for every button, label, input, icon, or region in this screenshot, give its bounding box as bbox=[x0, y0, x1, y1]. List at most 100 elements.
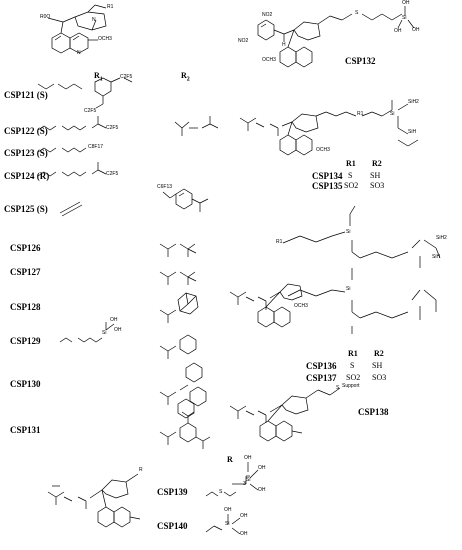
atom-oh-csp140-c: OH bbox=[240, 531, 248, 537]
table-a-row1-r1: S bbox=[348, 171, 353, 180]
structure-csp139 bbox=[205, 462, 259, 497]
table-a-row2-r2: SO3 bbox=[370, 181, 385, 190]
csp131-r2-diisopropylphenyl bbox=[159, 411, 211, 449]
atom-c2f5-a: C2F5 bbox=[120, 74, 133, 80]
label-csp125: CSP125 (S) bbox=[4, 204, 48, 214]
scaffold-top-left bbox=[47, 4, 107, 54]
atom-och3-csp136: OCH3 bbox=[294, 303, 308, 309]
atom-r2-csp136: R1 bbox=[276, 239, 283, 245]
csp121-r1-triazine bbox=[37, 77, 133, 109]
atom-si-csp134-a: Si bbox=[390, 111, 395, 117]
csp126-r2 bbox=[159, 243, 197, 257]
table-b-row1-r2: SH bbox=[372, 361, 383, 370]
csp129-r2-cyclohexyl bbox=[159, 334, 197, 359]
atom-och3-csp132: OCH3 bbox=[262, 57, 276, 63]
csp122-r1 bbox=[37, 116, 107, 131]
label-csp121: CSP121 (S) bbox=[4, 90, 48, 100]
atom-s-csp132: S bbox=[355, 10, 359, 16]
atom-r0o: R0O bbox=[40, 14, 51, 20]
atom-oh-csp129-a: OH bbox=[110, 317, 118, 323]
label-csp139: CSP139 bbox=[157, 487, 188, 497]
label-csp137: CSP137 bbox=[306, 373, 337, 383]
csp124-r1 bbox=[37, 162, 107, 177]
atom-s-csp139: S bbox=[219, 489, 223, 495]
structure-csp132 bbox=[257, 6, 415, 68]
header-r: R bbox=[227, 455, 233, 464]
atom-c2f5-d: C2F5 bbox=[106, 171, 119, 177]
atom-oh-csp129-b: OH bbox=[114, 327, 122, 333]
atom-n-quinoline-top: N bbox=[77, 50, 81, 56]
csp122-r2-tbu-amide bbox=[174, 116, 219, 136]
label-csp127: CSP127 bbox=[10, 267, 41, 277]
atom-sih-csp136: SiH bbox=[432, 254, 441, 260]
label-csp136: CSP136 bbox=[306, 361, 337, 371]
table-b-row2-r2: SO3 bbox=[372, 373, 387, 382]
table-b-h-r1: R1 bbox=[348, 349, 358, 358]
atom-oh-csp132-c: OH bbox=[394, 28, 402, 34]
label-csp128: CSP128 bbox=[10, 302, 41, 312]
atom-och3-top: OCH3 bbox=[98, 36, 112, 42]
label-csp134: CSP134 bbox=[312, 171, 343, 181]
atom-r1-csp134: R1 bbox=[357, 111, 364, 117]
atom-no2-a: NO2 bbox=[262, 12, 273, 18]
csp125-r1-vinyl bbox=[59, 201, 83, 217]
label-csp138: CSP138 bbox=[358, 407, 389, 417]
atom-oh-csp139-c: OH bbox=[258, 487, 266, 493]
atom-c2f5-b: C2F5 bbox=[84, 108, 97, 114]
atom-oh-csp132-a: OH bbox=[402, 0, 410, 6]
table-a-row2-r1: SO2 bbox=[344, 181, 359, 190]
label-csp129: CSP129 bbox=[10, 336, 41, 346]
label-csp132: CSP132 bbox=[345, 56, 376, 66]
atom-oh-csp139-b: OH bbox=[258, 465, 266, 471]
scaffold-bottom-with-r bbox=[47, 473, 141, 528]
structure-csp140 bbox=[205, 514, 241, 535]
structure-csp136-137 bbox=[229, 205, 441, 334]
atom-oh-csp140-a: OH bbox=[224, 507, 232, 513]
label-csp131: CSP131 bbox=[10, 425, 41, 435]
table-b-row1-r1: S bbox=[350, 361, 355, 370]
header-r2: R2 bbox=[181, 71, 190, 83]
atom-si-csp139: Si bbox=[246, 477, 251, 483]
csp130-r2-trityl bbox=[159, 362, 207, 419]
csp129-r1 bbox=[59, 322, 115, 343]
structure-csp138 bbox=[229, 387, 341, 442]
table-a-h-r1: R1 bbox=[346, 159, 356, 168]
csp125-r2-aryl-ketone bbox=[162, 188, 209, 212]
atom-c8f17: C8F17 bbox=[88, 144, 104, 150]
atom-si-csp132: Si bbox=[402, 15, 407, 21]
atom-support: Support bbox=[342, 383, 360, 389]
atom-c2f5-c: C2F5 bbox=[106, 125, 119, 131]
header-r1: R1 bbox=[94, 71, 103, 83]
atom-c6f13: C6F13 bbox=[157, 184, 173, 190]
atom-no2-b: NO2 bbox=[238, 38, 249, 44]
atom-3-csp139: 3 bbox=[243, 481, 246, 487]
atom-sih2-csp136: SiH2 bbox=[436, 235, 447, 241]
atom-oh-csp139-a: OH bbox=[244, 455, 252, 461]
atom-sih2-csp134: SiH2 bbox=[408, 99, 419, 105]
csp123-r1 bbox=[37, 147, 87, 153]
atom-och3-csp134: OCH3 bbox=[316, 147, 330, 153]
csp128-r2-adamantyl bbox=[159, 292, 199, 323]
atom-oh-csp132-b: OH bbox=[412, 27, 420, 33]
table-b-h-r2: R2 bbox=[374, 349, 384, 358]
label-csp130: CSP130 bbox=[10, 379, 41, 389]
table-b-row2-r1: SO2 bbox=[346, 373, 361, 382]
label-csp123: CSP123 (S) bbox=[4, 148, 48, 158]
table-a-h-r2: R2 bbox=[372, 159, 382, 168]
label-csp126: CSP126 bbox=[10, 243, 41, 253]
atom-si-csp140: Si bbox=[225, 521, 230, 527]
atom-sih-csp134: SiH bbox=[408, 129, 417, 135]
atom-n-top: N bbox=[92, 17, 96, 23]
atom-oh-csp140-b: OH bbox=[240, 513, 248, 519]
label-csp122: CSP122 (S) bbox=[4, 126, 48, 136]
atom-si-csp136-b: Si bbox=[346, 286, 351, 292]
label-csp135: CSP135 bbox=[312, 181, 343, 191]
atom-h-csp132: H bbox=[282, 42, 286, 48]
table-a-row1-r2: SH bbox=[370, 171, 381, 180]
atom-r1-top: R1 bbox=[107, 4, 114, 10]
csp127-r2 bbox=[159, 271, 197, 285]
label-csp124: CSP124 (R) bbox=[4, 171, 50, 181]
atom-si-csp136-a: Si bbox=[346, 229, 351, 235]
atom-r-bottom: R bbox=[139, 467, 143, 473]
